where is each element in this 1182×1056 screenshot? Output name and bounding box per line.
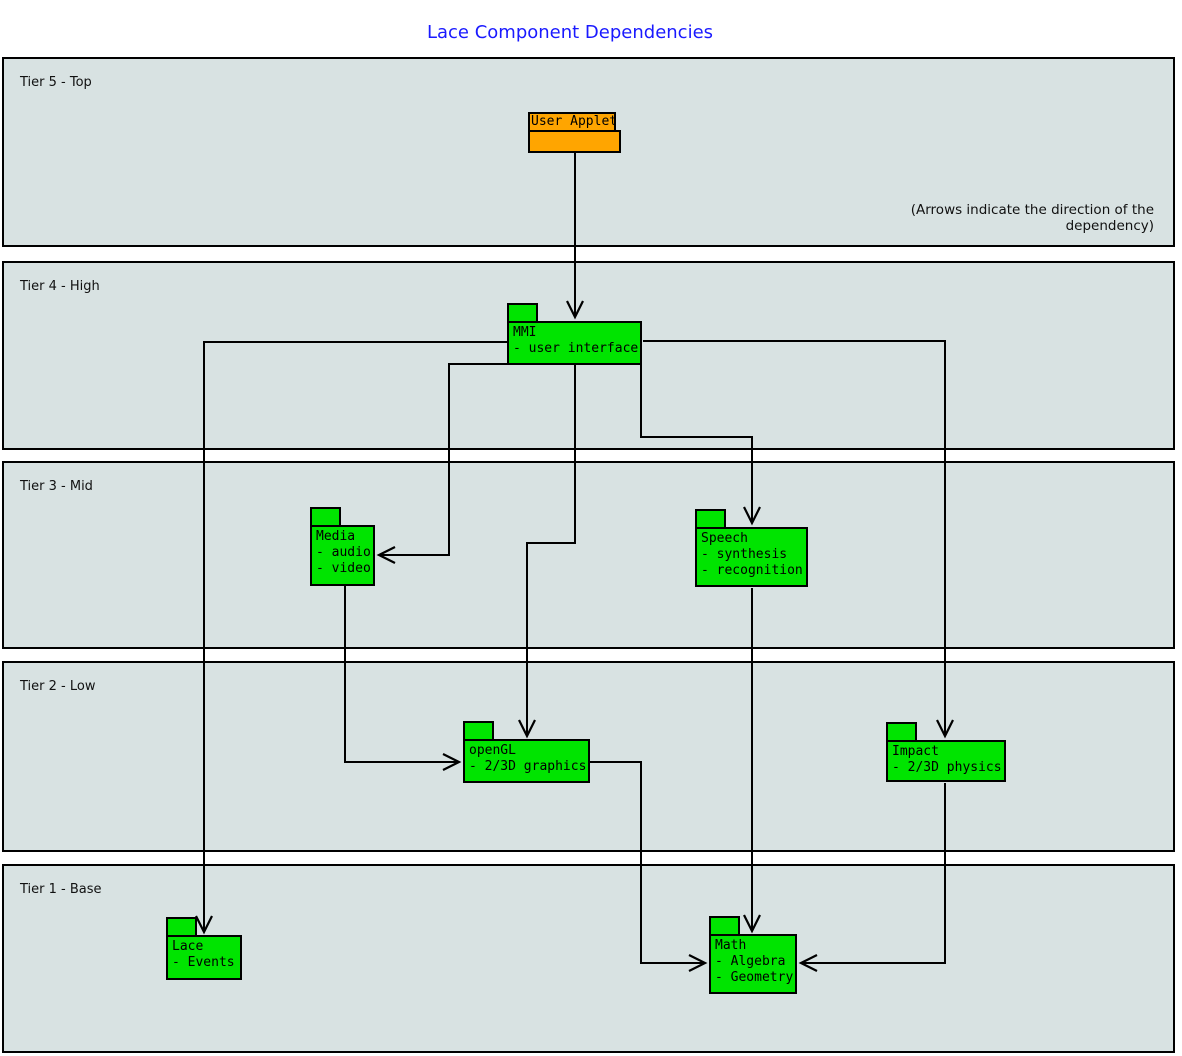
- tier-5-label: Tier 5 - Top: [20, 75, 92, 90]
- component-user-applet-name: User Applet: [528, 112, 617, 132]
- folder-tab-icon: [507, 303, 538, 323]
- component-detail: - user interface: [513, 341, 639, 356]
- component-math: Math - Algebra - Geometry: [709, 916, 797, 994]
- component-opengl: openGL - 2/3D graphics: [463, 721, 590, 783]
- arrows-direction-note: (Arrows indicate the direction of the de…: [910, 202, 1154, 234]
- component-impact: Impact - 2/3D physics: [886, 722, 1006, 782]
- component-detail: - 2/3D physics: [892, 760, 1002, 775]
- component-name: Media: [316, 529, 356, 544]
- component-detail: - recognition: [701, 563, 803, 578]
- component-name: openGL: [469, 743, 516, 758]
- tier-4-label: Tier 4 - High: [20, 279, 100, 294]
- folder-tab-icon: [695, 509, 726, 529]
- component-detail: - audio: [316, 545, 371, 560]
- diagram-title: Lace Component Dependencies: [426, 22, 714, 43]
- component-name: Math: [715, 938, 747, 953]
- component-detail: - 2/3D graphics: [469, 759, 587, 774]
- tier-1-band: Tier 1 - Base: [2, 864, 1175, 1053]
- folder-tab-icon: [709, 916, 740, 936]
- component-name: MMI: [513, 325, 537, 340]
- tier-1-label: Tier 1 - Base: [20, 882, 102, 897]
- tier-2-label: Tier 2 - Low: [20, 679, 96, 694]
- tier-4-band: Tier 4 - High: [2, 261, 1175, 450]
- component-media: Media - audio - video: [310, 507, 375, 586]
- component-lace: Lace - Events: [166, 917, 242, 980]
- component-name: Speech: [701, 531, 748, 546]
- component-user-applet-body: [528, 130, 621, 153]
- folder-tab-icon: [886, 722, 917, 742]
- tier-3-band: Tier 3 - Mid: [2, 461, 1175, 649]
- tier-3-label: Tier 3 - Mid: [20, 479, 93, 494]
- component-name: Lace: [172, 939, 204, 954]
- folder-tab-icon: [166, 917, 197, 937]
- component-speech: Speech - synthesis - recognition: [695, 509, 808, 587]
- component-detail: - video: [316, 561, 371, 576]
- component-detail: - synthesis: [701, 547, 788, 562]
- component-detail: - Geometry: [715, 970, 794, 985]
- component-detail: - Algebra: [715, 954, 786, 969]
- component-name: Impact: [892, 744, 939, 759]
- folder-tab-icon: [310, 507, 341, 527]
- component-mmi: MMI - user interface: [507, 303, 642, 365]
- folder-tab-icon: [463, 721, 494, 741]
- component-detail: - Events: [172, 955, 235, 970]
